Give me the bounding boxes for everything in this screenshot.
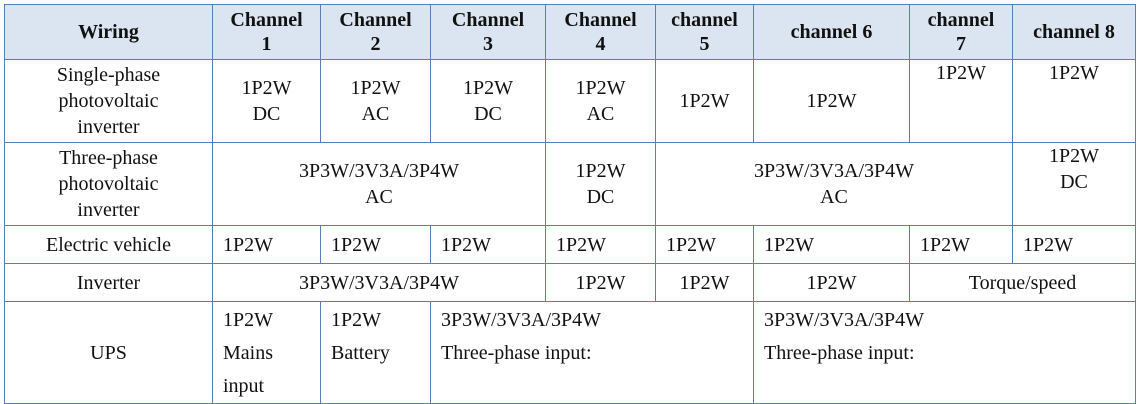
header-channel-5-line-2: 5: [699, 33, 710, 55]
cell-ups-ch1: 1P2W Mains input: [212, 301, 321, 404]
row-label-line: Three-phase: [59, 147, 158, 169]
cell-ev-ch4: 1P2W: [545, 225, 656, 264]
cell-line: input: [223, 375, 265, 397]
cell-line: 1P2W: [463, 77, 513, 99]
cell-single-phase-ch1: 1P2W DC: [212, 59, 321, 143]
cell-line: DC: [586, 186, 615, 208]
cell-ev-ch1: 1P2W: [212, 225, 321, 264]
table-row-electric-vehicle: Electric vehicle 1P2W 1P2W 1P2W 1P2W 1P2…: [4, 225, 1136, 264]
cell-three-phase-ch1-3: 3P3W/3V3A/3P4W AC: [212, 142, 546, 226]
row-label-line: inverter: [77, 199, 140, 221]
row-label-electric-vehicle: Electric vehicle: [4, 225, 213, 264]
cell-line: DC: [474, 103, 502, 125]
row-label-line: Single-phase: [56, 64, 161, 86]
header-channel-6-line-1: channel 6: [790, 21, 873, 43]
cell-ups-ch3-5: 3P3W/3V3A/3P4W Three-phase input:: [430, 301, 754, 404]
table-row-inverter: Inverter 3P3W/3V3A/3P4W 1P2W 1P2W 1P2W T…: [4, 263, 1136, 302]
row-label-line: photovoltaic: [58, 173, 159, 195]
cell-three-phase-ch4: 1P2W DC: [545, 142, 656, 226]
header-channel-4-line-1: Channel: [564, 9, 637, 31]
cell-ev-ch3: 1P2W: [430, 225, 546, 264]
row-label-three-phase-pv: Three-phase photovoltaic inverter: [4, 142, 213, 226]
header-channel-3-line-2: 3: [483, 33, 493, 55]
cell-ups-ch6-8: 3P3W/3V3A/3P4W Three-phase input:: [753, 301, 1136, 404]
cell-single-phase-ch4: 1P2W AC: [545, 59, 656, 143]
header-channel-7-line-2: 7: [956, 33, 966, 55]
cell-single-phase-ch3: 1P2W DC: [430, 59, 546, 143]
cell-line: 1P2W: [241, 77, 292, 99]
cell-line: 1P2W: [1049, 145, 1099, 167]
cell-line: DC: [1060, 171, 1088, 193]
header-wiring: Wiring: [4, 4, 213, 60]
header-channel-1-line-2: 1: [261, 33, 272, 55]
cell-line: 3P3W/3V3A/3P4W: [764, 309, 924, 331]
header-channel-5: channel 5: [655, 4, 754, 60]
header-channel-1: Channel 1: [212, 4, 321, 60]
cell-line: 3P3W/3V3A/3P4W: [441, 309, 601, 331]
header-channel-7-line-1: channel: [927, 9, 995, 31]
cell-line: DC: [252, 103, 281, 125]
cell-ev-ch6: 1P2W: [753, 225, 910, 264]
cell-inverter-ch1-3: 3P3W/3V3A/3P4W: [212, 263, 546, 302]
wiring-channel-table: Wiring Channel 1 Channel 2 Channel 3 Cha…: [4, 4, 1136, 404]
cell-ups-ch2: 1P2W Battery: [320, 301, 431, 404]
cell-line: Three-phase input:: [764, 342, 915, 364]
cell-single-phase-ch6: 1P2W: [753, 59, 910, 143]
cell-line: AC: [361, 103, 390, 125]
row-label-line: photovoltaic: [58, 90, 159, 112]
cell-line: 3P3W/3V3A/3P4W: [299, 160, 459, 182]
cell-inverter-ch7-8: Torque/speed: [909, 263, 1136, 302]
header-channel-2: Channel 2: [320, 4, 431, 60]
cell-line: 1P2W: [575, 160, 626, 182]
cell-inverter-ch5: 1P2W: [655, 263, 754, 302]
cell-inverter-ch4: 1P2W: [545, 263, 656, 302]
header-channel-5-line-1: channel: [671, 9, 738, 31]
cell-line: Three-phase input:: [441, 342, 592, 364]
cell-line: 1P2W: [223, 309, 273, 331]
cell-three-phase-ch5-7: 3P3W/3V3A/3P4W AC: [655, 142, 1013, 226]
header-channel-8: channel 8: [1012, 4, 1136, 60]
cell-line: 1P2W: [331, 309, 381, 331]
row-label-inverter: Inverter: [4, 263, 213, 302]
table-row-single-phase-pv: Single-phase photovoltaic inverter 1P2W …: [4, 59, 1136, 143]
header-channel-3-line-1: Channel: [451, 9, 525, 31]
cell-ev-ch2: 1P2W: [320, 225, 431, 264]
cell-ev-ch7: 1P2W: [909, 225, 1013, 264]
row-label-line: inverter: [77, 116, 140, 138]
cell-line: Battery: [331, 342, 390, 364]
wiring-channel-table-container: Wiring Channel 1 Channel 2 Channel 3 Cha…: [4, 4, 1136, 404]
header-channel-4: Channel 4: [545, 4, 656, 60]
header-channel-2-line-1: Channel: [339, 9, 412, 31]
cell-single-phase-ch5: 1P2W: [655, 59, 754, 143]
cell-inverter-ch6: 1P2W: [753, 263, 910, 302]
cell-single-phase-ch2: 1P2W AC: [320, 59, 431, 143]
header-channel-7: channel 7: [909, 4, 1013, 60]
cell-line: 1P2W: [575, 77, 626, 99]
cell-line: 1P2W: [350, 77, 401, 99]
row-label-ups: UPS: [4, 301, 213, 404]
cell-line: AC: [365, 186, 393, 208]
table-header-row: Wiring Channel 1 Channel 2 Channel 3 Cha…: [4, 4, 1136, 60]
table-row-ups: UPS 1P2W Mains input 1P2W Battery 3P3W/3…: [4, 301, 1136, 404]
cell-three-phase-ch8: 1P2W DC: [1012, 142, 1136, 226]
cell-line: AC: [820, 186, 848, 208]
row-label-single-phase-pv: Single-phase photovoltaic inverter: [4, 59, 213, 143]
header-channel-1-line-1: Channel: [230, 9, 303, 31]
cell-ev-ch8: 1P2W: [1012, 225, 1136, 264]
cell-ev-ch5: 1P2W: [655, 225, 754, 264]
header-channel-6: channel 6: [753, 4, 910, 60]
table-row-three-phase-pv: Three-phase photovoltaic inverter 3P3W/3…: [4, 142, 1136, 226]
cell-single-phase-ch7: 1P2W: [909, 59, 1013, 143]
cell-line: 3P3W/3V3A/3P4W: [754, 160, 914, 182]
cell-line: Mains: [223, 342, 273, 364]
header-channel-3: Channel 3: [430, 4, 546, 60]
cell-single-phase-ch8: 1P2W: [1012, 59, 1136, 143]
header-channel-4-line-2: 4: [595, 33, 606, 55]
cell-line: AC: [586, 103, 615, 125]
header-channel-2-line-2: 2: [370, 33, 381, 55]
header-channel-8-line-1: channel 8: [1033, 21, 1115, 43]
